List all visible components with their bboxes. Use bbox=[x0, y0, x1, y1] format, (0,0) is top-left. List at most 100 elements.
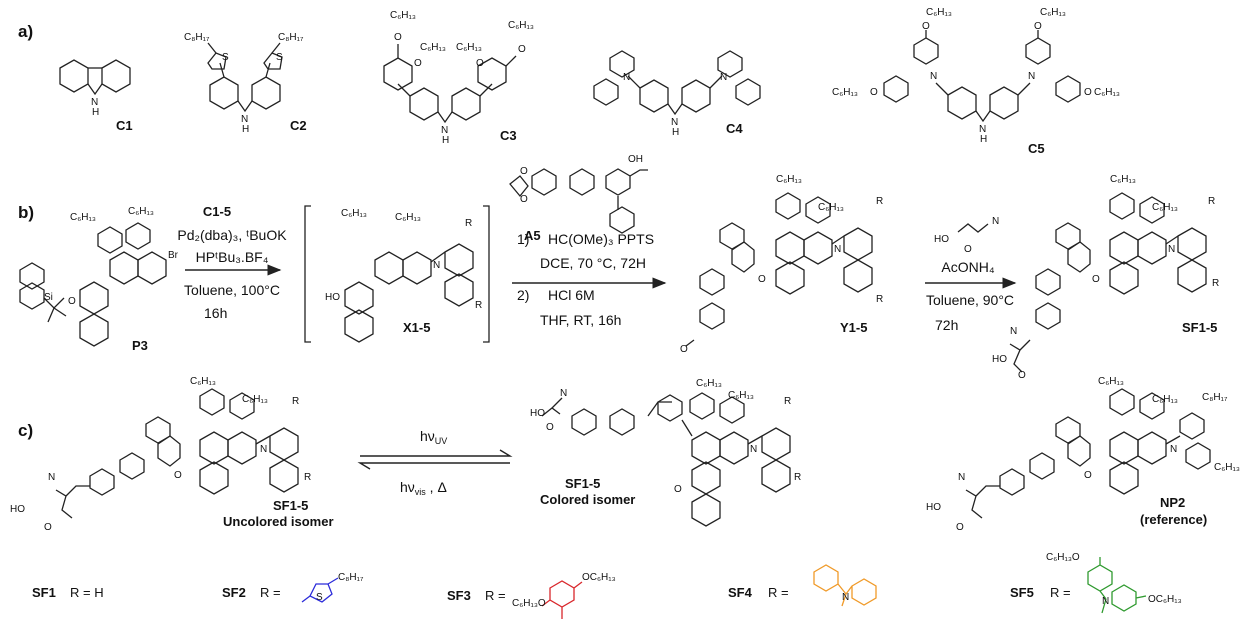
col-o1: O bbox=[546, 422, 554, 433]
col-r2: C₆H₁₃ bbox=[728, 390, 754, 401]
r-group-sf3: SF3 R = OC₆H₁₃ C₆H₁₃O bbox=[447, 572, 616, 619]
c5-h: H bbox=[980, 134, 987, 145]
p3-label: P3 bbox=[132, 338, 148, 353]
step2-line2: DCE, 70 °C, 72H bbox=[540, 255, 646, 271]
c5-o4: O bbox=[1084, 87, 1092, 98]
a5-o1: O bbox=[520, 166, 528, 177]
np2-o1: O bbox=[1084, 470, 1092, 481]
c4-n1: N bbox=[623, 72, 630, 83]
y1-r4: R bbox=[876, 294, 883, 305]
x1-r1: C₆H₁₃ bbox=[341, 208, 367, 219]
y1-r1: C₆H₁₃ bbox=[776, 174, 802, 185]
compound-c4: N N N H C4 bbox=[593, 50, 761, 138]
sf1-name: SF1 bbox=[32, 585, 56, 600]
np2-o2: O bbox=[956, 522, 964, 533]
uncolored-label: SF1-5 bbox=[273, 498, 308, 513]
a5-label: A5 bbox=[524, 228, 541, 243]
c2-r1: C₈H₁₇ bbox=[184, 32, 210, 43]
p3-br: Br bbox=[168, 250, 179, 261]
np2-n1: N bbox=[1170, 444, 1177, 455]
sf3-eq: R = bbox=[485, 588, 506, 603]
x1-ho: HO bbox=[325, 292, 340, 303]
p3-o: O bbox=[68, 296, 76, 307]
photo-equilibrium: hνUV hνvis , Δ bbox=[357, 428, 513, 497]
r-group-sf5: SF5 R = C₆H₁₃O N OC₆H₁₃ bbox=[1010, 552, 1182, 614]
c1-atom-h: H bbox=[92, 107, 99, 118]
step3-line3: 72h bbox=[935, 317, 958, 333]
p3-si: Si bbox=[44, 292, 53, 303]
c5-o2: O bbox=[1034, 21, 1042, 32]
y1-r2: C₆H₁₃ bbox=[818, 202, 844, 213]
section-b-label: b) bbox=[18, 203, 34, 222]
x1-r3: R bbox=[465, 218, 472, 229]
section-a-label: a) bbox=[18, 22, 33, 41]
c3-h: H bbox=[442, 135, 449, 146]
r-group-sf4: SF4 R = N bbox=[728, 564, 877, 607]
np2-label: NP2 bbox=[1160, 495, 1185, 510]
c4-h: H bbox=[672, 127, 679, 138]
c5-r4: C₆H₁₃ bbox=[1094, 87, 1120, 98]
compound-c1: N H C1 bbox=[59, 59, 133, 133]
c5-n3: N bbox=[979, 124, 986, 135]
c1-label: C1 bbox=[116, 118, 133, 133]
a5-o2: O bbox=[520, 194, 528, 205]
unc-ho: HO bbox=[10, 504, 25, 515]
compound-sf1-5-colored: HO O N C₆H₁₃ C₆H₁₃ R R O N bbox=[530, 378, 801, 527]
c3-r4: C₆H₁₃ bbox=[508, 20, 534, 31]
c3-o1: O bbox=[394, 32, 402, 43]
c3-n: N bbox=[441, 125, 448, 136]
c3-r3: C₆H₁₃ bbox=[456, 42, 482, 53]
compound-sf1-5-product: C₆H₁₃ C₆H₁₃ R R O N N HO O SF1-5 bbox=[992, 174, 1219, 381]
y1-label: Y1-5 bbox=[840, 320, 867, 335]
c2-label: C2 bbox=[290, 118, 307, 133]
sf-prod-n2: N bbox=[1010, 326, 1017, 337]
c5-o1: O bbox=[922, 21, 930, 32]
sf-prod-r1: C₆H₁₃ bbox=[1110, 174, 1136, 185]
y1-n: N bbox=[834, 244, 841, 255]
unc-r1: C₆H₁₃ bbox=[190, 376, 216, 387]
compound-x1-5: C₆H₁₃ C₆H₁₃ R R HO N X1-5 bbox=[304, 205, 490, 343]
sf-prod-o: O bbox=[1092, 274, 1100, 285]
unc-n2: N bbox=[48, 472, 55, 483]
forward-arrow bbox=[360, 449, 513, 457]
step2-n1: 1) bbox=[517, 231, 529, 247]
c3-o4: O bbox=[518, 44, 526, 55]
step1-line1: Pd₂(dba)₃, ᵗBuOK bbox=[177, 227, 287, 243]
compound-p3: C₆H₁₃ C₆H₁₃ Si O Br P3 bbox=[19, 206, 179, 353]
reverse-light: hνvis , Δ bbox=[400, 479, 447, 497]
step3-n: N bbox=[992, 216, 999, 227]
np2-n2: N bbox=[958, 472, 965, 483]
section-c-label: c) bbox=[18, 421, 33, 440]
sf-prod-o2: O bbox=[1018, 370, 1026, 381]
sf-prod-r2: C₆H₁₃ bbox=[1152, 202, 1178, 213]
sf2-name: SF2 bbox=[222, 585, 246, 600]
sf5-o2: OC₆H₁₃ bbox=[1148, 594, 1182, 605]
c4-n2: N bbox=[720, 72, 727, 83]
colored-label: SF1-5 bbox=[565, 476, 600, 491]
sf-prod-ho: HO bbox=[992, 354, 1007, 365]
col-n1: N bbox=[560, 388, 567, 399]
c3-label: C3 bbox=[500, 128, 517, 143]
sf-prod-n1: N bbox=[1168, 244, 1175, 255]
c2-s2: S bbox=[276, 52, 283, 63]
sf5-name: SF5 bbox=[1010, 585, 1034, 600]
p3-r1: C₆H₁₃ bbox=[70, 212, 96, 223]
c2-h: H bbox=[242, 124, 249, 135]
unc-r4: R bbox=[304, 472, 311, 483]
c3-o3: O bbox=[476, 58, 484, 69]
sf4-name: SF4 bbox=[728, 585, 753, 600]
colored-desc: Colored isomer bbox=[540, 492, 635, 507]
col-r1: C₆H₁₃ bbox=[696, 378, 722, 389]
sf5-eq: R = bbox=[1050, 585, 1071, 600]
step3-ho: HO bbox=[934, 234, 949, 245]
compound-c3: O C₆H₁₃ C₆H₁₃ C₆H₁₃ C₆H₁₃ O O O N H C3 bbox=[383, 10, 534, 146]
c3-r2: C₆H₁₃ bbox=[420, 42, 446, 53]
unc-o: O bbox=[174, 470, 182, 481]
step2-line4: THF, RT, 16h bbox=[540, 312, 621, 328]
sf5-o1: C₆H₁₃O bbox=[1046, 552, 1080, 563]
c5-r2: C₆H₁₃ bbox=[1040, 7, 1066, 18]
col-n2: N bbox=[750, 444, 757, 455]
np2-r3: C₈H₁₇ bbox=[1202, 392, 1228, 403]
step1-reagent: C1-5 bbox=[203, 204, 231, 219]
sf3-o2: C₆H₁₃O bbox=[512, 598, 546, 609]
